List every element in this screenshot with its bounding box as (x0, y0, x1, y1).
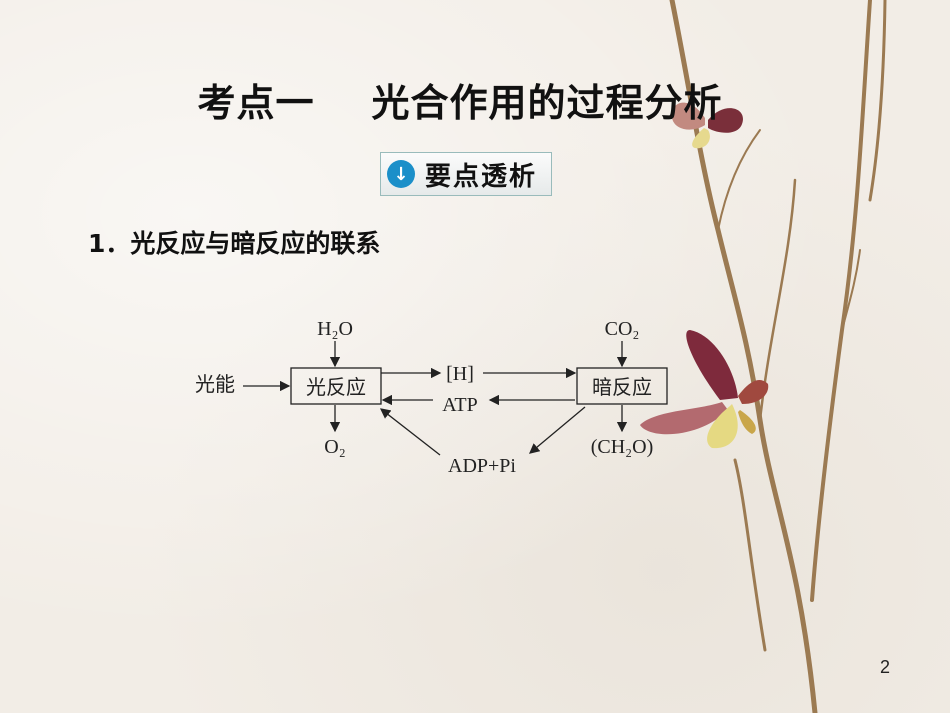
dark-reaction-label: 暗反应 (592, 376, 652, 399)
key-points-badge: ↓ 要点透析 (380, 152, 552, 196)
badge-label: 要点透析 (425, 161, 538, 192)
butterfly-top (671, 102, 743, 149)
download-circle-icon: ↓ (387, 160, 415, 188)
o2-label: O₂ (324, 436, 345, 458)
light-reaction-label: 光反应 (306, 376, 366, 399)
light-energy-label: 光能 (195, 373, 235, 396)
light-dark-reaction-diagram: H₂O 光能 光反应 O₂ [H] ATP ADP+Pi CO₂ 暗反应 (CH… (195, 318, 668, 477)
h-label: [H] (446, 363, 474, 385)
butterfly-large (640, 330, 769, 449)
page-number: 2 (879, 657, 890, 677)
light-reaction-box (290, 367, 382, 405)
adp-pi-label: ADP+Pi (448, 455, 516, 477)
atp-label: ATP (442, 394, 478, 416)
section-heading: 1．光反应与暗反应的联系 (88, 229, 381, 258)
h2o-label: H₂O (317, 318, 353, 340)
slide-title: 考点一 光合作用的过程分析 (197, 81, 723, 125)
co2-label: CO₂ (605, 318, 640, 340)
dark-reaction-box (576, 367, 668, 405)
ch2o-label: (CH₂O) (591, 436, 654, 458)
